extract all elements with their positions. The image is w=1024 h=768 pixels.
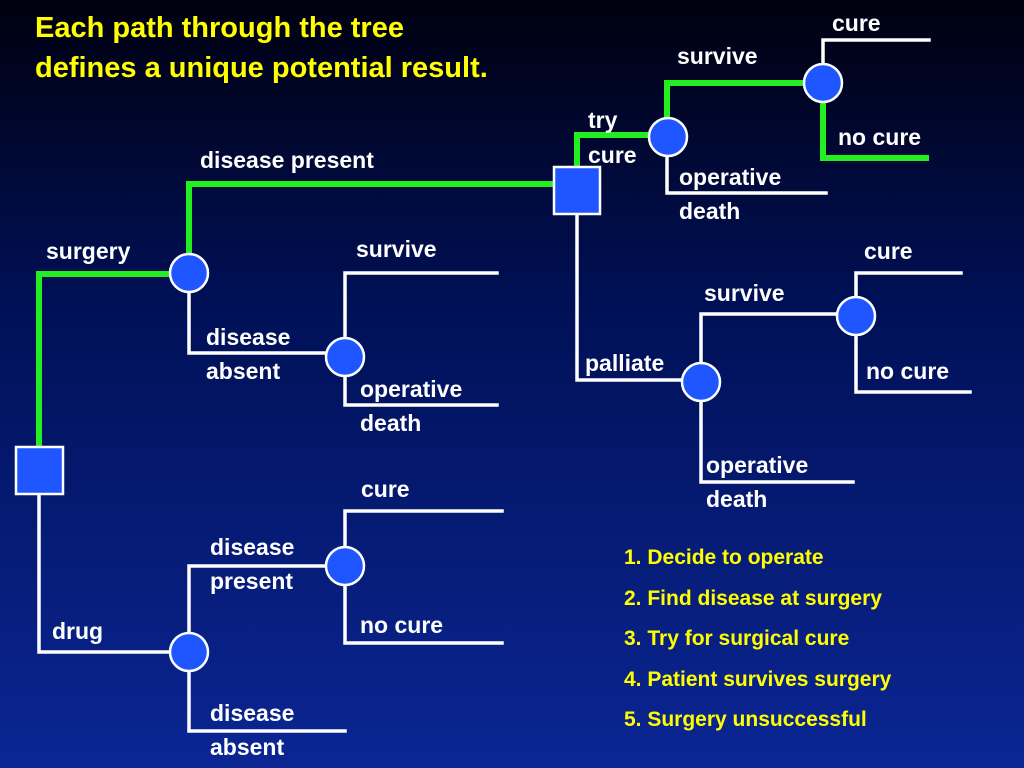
label-da-survive: survive (356, 236, 437, 262)
chance-node-try-cure (647, 116, 689, 158)
label-pal-operative-death-line1: operative (706, 452, 809, 478)
label-tc-cure: cure (832, 10, 881, 36)
slide-title: Each path through the tree defines a uni… (35, 12, 488, 84)
decision-node-root (14, 445, 65, 496)
branch-drug-cure (343, 509, 504, 568)
label-drug-cure: cure (361, 476, 410, 502)
label-tc-operative-death-line1: operative (679, 164, 782, 190)
branch-drug-disease-present (187, 564, 347, 654)
branch-pal-operative-death (699, 378, 855, 484)
path-step: 2. Find disease at surgery (624, 586, 882, 610)
path-step: 4. Patient survives surgery (624, 667, 892, 691)
path-step: 1. Decide to operate (624, 546, 824, 569)
branch-pal-survive (699, 312, 858, 382)
branch-drug (37, 492, 191, 654)
label-drug-disease-present-line1: disease (210, 534, 295, 560)
label-try-cure-line2: cure (588, 142, 637, 168)
label-disease-absent-line1: disease (206, 324, 291, 350)
label-disease-present: disease present (200, 147, 374, 173)
label-da-operative-death-line1: operative (360, 376, 463, 402)
label-tc-no-cure: no cure (838, 124, 922, 150)
label-tc-survive: survive (677, 43, 758, 69)
branch-pal-no-cure (854, 312, 972, 394)
path-steps-list: 1. Decide to operate 2. Find disease at … (624, 546, 891, 749)
branch-drug-disease-absent (187, 650, 347, 733)
label-surgery: surgery (46, 238, 131, 264)
label-drug-no-cure: no cure (360, 612, 444, 638)
branch-da-survive (343, 271, 499, 355)
chance-node-tc-survive (802, 62, 844, 104)
label-pal-no-cure: no cure (866, 358, 950, 384)
chance-node-drug-disease-present (324, 545, 366, 587)
label-drug-disease-present-line2: present (210, 568, 294, 594)
chance-node-surgery (168, 252, 210, 294)
chance-node-pal-survive (835, 295, 877, 337)
chance-node-palliate (680, 361, 722, 403)
chance-node-drug (168, 631, 210, 673)
label-pal-survive: survive (704, 280, 785, 306)
branch-palliate (575, 212, 703, 382)
decision-node-surgery-approach (552, 165, 602, 216)
label-drug-disease-absent-line2: absent (210, 734, 285, 760)
path-step: 3. Try for surgical cure (624, 627, 850, 650)
label-disease-absent-line2: absent (206, 358, 281, 384)
label-try-cure-line1: try (588, 107, 618, 133)
branch-disease-absent (187, 271, 347, 355)
label-drug: drug (52, 618, 104, 644)
label-palliate: palliate (585, 350, 665, 376)
label-pal-cure: cure (864, 238, 913, 264)
label-tc-operative-death-line2: death (679, 198, 741, 224)
label-pal-operative-death-line2: death (706, 486, 768, 512)
branch-drug-no-cure (343, 564, 504, 645)
label-drug-disease-absent-line1: disease (210, 700, 295, 726)
chance-node-disease-absent (324, 336, 366, 378)
path-step: 5. Surgery unsuccessful (624, 708, 867, 731)
label-da-operative-death-line2: death (360, 410, 422, 436)
